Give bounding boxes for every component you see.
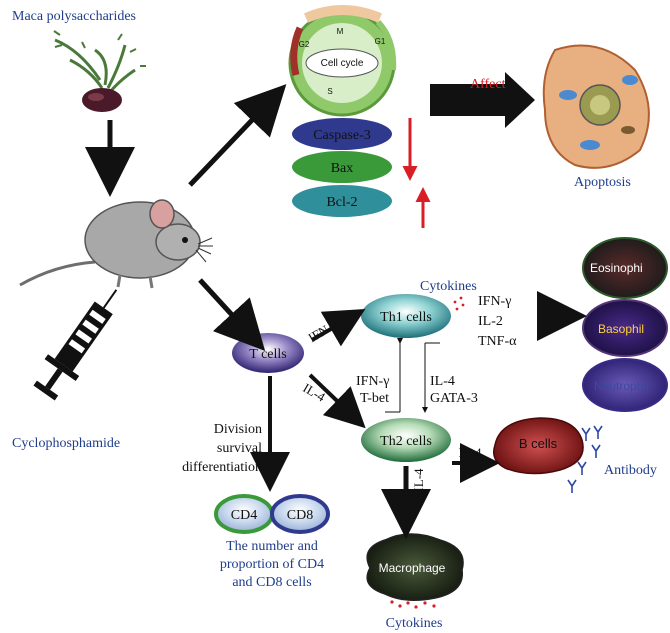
apoptosis-label: Apoptosis (574, 175, 631, 190)
caspase3-oval (292, 118, 392, 150)
phase-g2-label: G2 (299, 40, 310, 49)
maca-label: Maca polysaccharides (12, 9, 136, 24)
cytokines-bottom-label: Cytokines (386, 616, 443, 631)
il4-vertical-label: IL-4 (411, 468, 426, 492)
gata3-label: GATA-3 (430, 391, 478, 406)
th1-cytokine-il2: IL-2 (478, 314, 503, 329)
cd8-label: CD8 (287, 508, 313, 523)
cd-caption-line3: and CD8 cells (232, 575, 311, 590)
phase-g1-label: G1 (375, 37, 386, 46)
affect-block-arrow (430, 72, 535, 128)
ifn-gamma-arrow-label: IFN-γ (305, 317, 340, 346)
th1-cytokine-tnf-alpha: TNF-α (478, 334, 517, 349)
il4-mid-label: IL-4 (430, 374, 455, 389)
th1-cells-oval (361, 294, 451, 338)
bcl2-oval (292, 185, 392, 217)
cyclophosphamide-label: Cyclophosphamide (12, 436, 120, 451)
antibody-icons (567, 425, 603, 493)
arrow-tcells-to-th2 (308, 373, 366, 429)
bcl2-label: Bcl-2 (326, 195, 357, 210)
bax-oval (292, 151, 392, 183)
antibody-label: Antibody (604, 463, 657, 478)
cytokines-top-label: Cytokines (420, 279, 477, 294)
ifn-gamma-mid-label: IFN-γ (356, 374, 389, 389)
b-cell-illustration (493, 417, 584, 475)
flow-arrows (85, 84, 587, 539)
cell-cycle-label: Cell cycle (321, 58, 364, 69)
th1-cells-label: Th1 cells (380, 310, 432, 325)
t-bet-label: T-bet (360, 391, 389, 406)
cell-cycle-diagram (288, 5, 397, 117)
differentiation-label: differentiation (182, 460, 262, 475)
eosinophil-label: Eosinophi (590, 261, 643, 275)
th2-cells-oval (361, 418, 451, 462)
maca-plant-illustration (53, 30, 146, 112)
macrophage-illustration (366, 533, 464, 601)
arrow-mouse-to-tcells (198, 278, 266, 352)
arrow-mouse-to-cellcycle (188, 84, 287, 187)
affect-label: Affect (470, 77, 506, 92)
syringe-illustration (33, 289, 118, 401)
il4-arrow-label: IL-4 (300, 380, 328, 405)
survival-label: survival (217, 441, 262, 456)
cytokine-dots-bottom (390, 600, 436, 609)
macrophage-label: Macrophage (379, 561, 446, 575)
caspase3-label: Caspase-3 (313, 128, 371, 143)
phase-s-label: S (327, 87, 332, 96)
cd-caption-line1: The number and (226, 539, 318, 554)
neutrophil-label: Neutrophil (594, 379, 649, 393)
bax-label: Bax (331, 161, 354, 176)
cd4-label: CD4 (231, 508, 257, 523)
neutrophil-illustration (582, 358, 668, 412)
phase-m-label: M (337, 27, 344, 36)
mouse-illustration (19, 199, 213, 289)
t-cells-label: T cells (249, 347, 286, 362)
il4-to-bcells-label: IL-4 (458, 445, 482, 460)
th2-cells-label: Th2 cells (380, 434, 432, 449)
b-cells-label: B cells (519, 436, 558, 451)
cytokine-dots-top (453, 296, 465, 311)
eosinophil-illustration (582, 237, 668, 299)
basophil-label: Basophil (598, 322, 644, 336)
cd-caption-line2: proportion of CD4 (220, 557, 324, 572)
cd8-oval (270, 494, 330, 534)
th1-cytokine-ifn-gamma: IFN-γ (478, 294, 511, 309)
division-label: Division (214, 422, 262, 437)
apoptotic-cell-illustration (542, 44, 650, 169)
arrow-tcells-to-th1 (310, 308, 366, 347)
